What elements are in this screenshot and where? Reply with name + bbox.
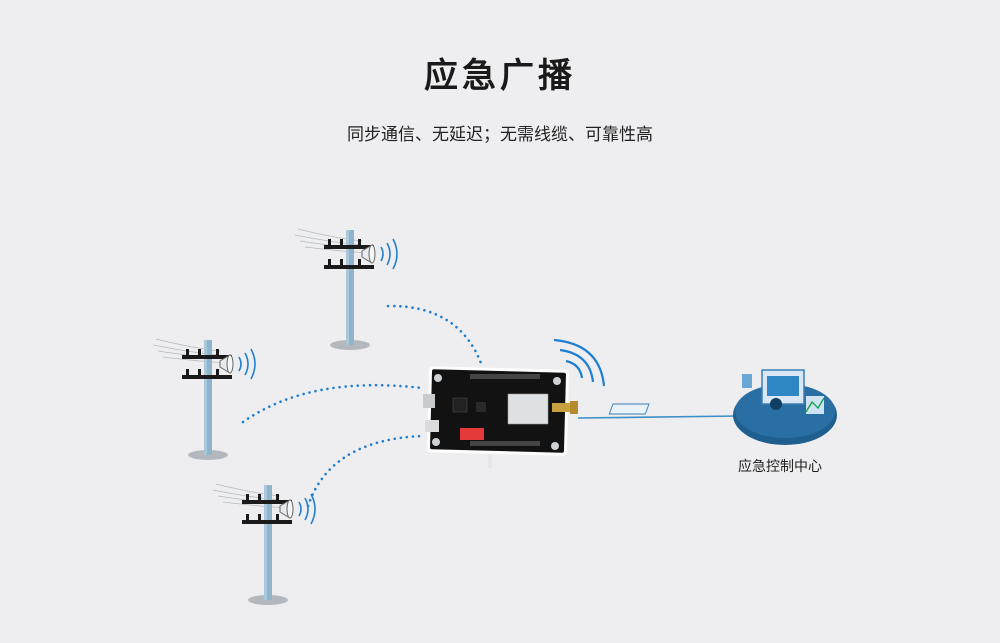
control-center-label: 应急控制中心 — [738, 459, 822, 475]
utility-pole-icon — [294, 228, 398, 351]
page-title: 应急广播 — [424, 56, 576, 96]
utility-pole-icon — [212, 483, 316, 606]
wireless-signal-icon — [553, 338, 606, 387]
control-center-icon — [608, 369, 837, 445]
wired-link — [577, 415, 739, 419]
page-subtitle: 同步通信、无延迟；无需线缆、可靠性高 — [347, 125, 653, 145]
wireless-links — [241, 304, 484, 508]
radio-board — [423, 366, 578, 468]
utility-pole-icon — [152, 338, 256, 461]
